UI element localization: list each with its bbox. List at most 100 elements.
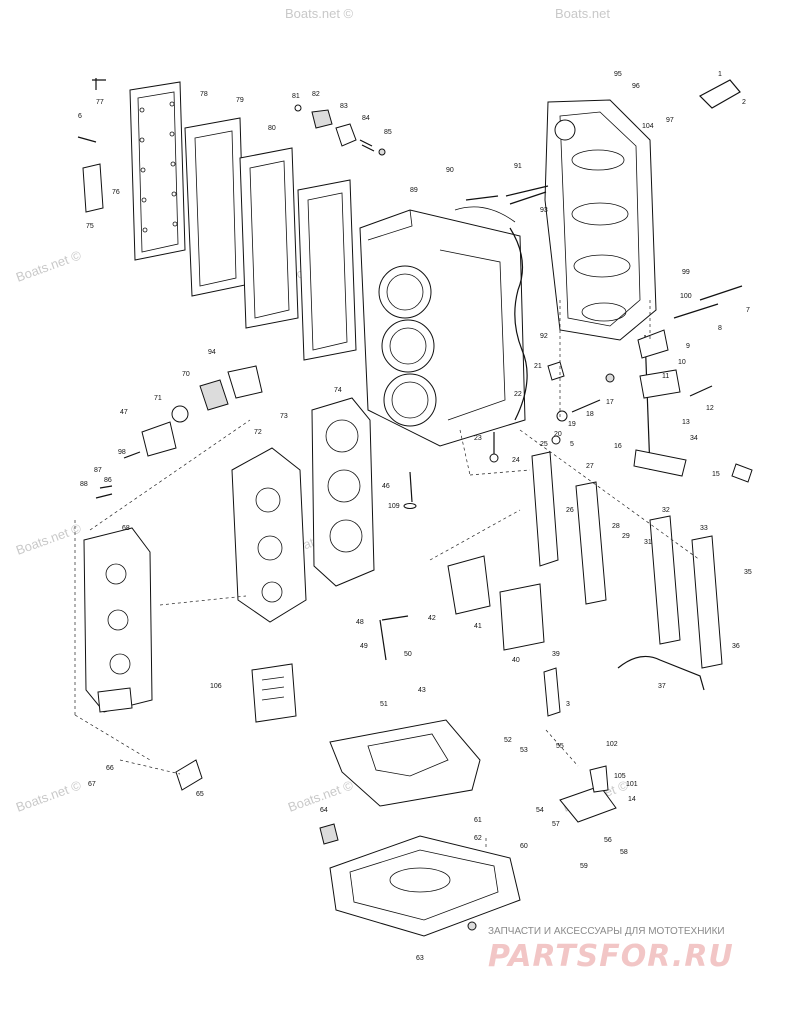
callout-label: 55 (556, 743, 564, 750)
callout-label: 91 (514, 163, 522, 170)
callout-label: 43 (418, 687, 426, 694)
callout-label: 54 (536, 807, 544, 814)
leader-line (119, 759, 181, 775)
leader-line (545, 729, 579, 767)
callout-label: 46 (382, 483, 390, 490)
stud-91 (505, 185, 549, 205)
callout-label: 67 (88, 781, 96, 788)
nut-24 (467, 921, 477, 931)
callout-label: 72 (254, 429, 262, 436)
callout-label: 58 (620, 849, 628, 856)
callout-label: 27 (586, 463, 594, 470)
callout-label: 11 (662, 373, 669, 380)
callout-label: 6 (78, 113, 82, 120)
leader-line (89, 419, 251, 531)
callout-label: 85 (384, 129, 392, 136)
bolt-46 (409, 471, 413, 503)
callout-label: 47 (120, 409, 128, 416)
callout-label: 8 (718, 325, 722, 332)
callout-label: 99 (682, 269, 690, 276)
callout-label: 65 (196, 791, 204, 798)
callout-label: 77 (96, 99, 104, 106)
callout-label: 62 (474, 835, 482, 842)
callout-label: 49 (360, 643, 368, 650)
fitting-64 (319, 823, 339, 845)
gasket-75 (82, 163, 104, 213)
bypass-cover-25 (531, 451, 559, 567)
bypass-cover-32 (649, 515, 681, 645)
callout-label: 89 (410, 187, 418, 194)
logo-tagline: ЗАПЧАСТИ И АКСЕССУАРЫ ДЛЯ МОТОТЕХНИКИ (488, 926, 725, 937)
callout-label: 88 (80, 481, 88, 488)
callout-label: 61 (474, 817, 482, 824)
callout-label: 66 (106, 765, 114, 772)
callout-label: 51 (380, 701, 388, 708)
callout-label: 87 (94, 467, 102, 474)
callout-label: 96 (632, 83, 640, 90)
callout-label: 56 (604, 837, 612, 844)
callout-label: 36 (732, 643, 740, 650)
callout-label: 64 (320, 807, 328, 814)
callout-label: 39 (552, 651, 560, 658)
bolt-77 (92, 78, 106, 90)
thermostat-group-top (294, 104, 386, 156)
callout-label: 101 (626, 781, 638, 788)
callout-label: 32 (662, 507, 670, 514)
callout-label: 71 (154, 395, 162, 402)
callout-label: 21 (534, 363, 542, 370)
exhaust-inner-plate-80 (239, 147, 299, 329)
callout-label: 23 (474, 435, 482, 442)
callout-label: 92 (540, 333, 548, 340)
callout-label: 81 (292, 93, 300, 100)
thermostat-cover-group (123, 365, 263, 459)
callout-label: 70 (182, 371, 190, 378)
exhaust-gasket-79a (184, 117, 246, 297)
callout-label: 76 (112, 189, 120, 196)
lever-group-57 (559, 765, 617, 823)
callout-label: 29 (622, 533, 630, 540)
callout-label: 102 (606, 741, 618, 748)
bolt-6 (77, 136, 97, 143)
clip-3 (543, 667, 561, 717)
leader-line (519, 429, 701, 561)
callout-label: 20 (554, 431, 562, 438)
callout-label: 28 (612, 523, 620, 530)
callout-label: 37 (658, 683, 666, 690)
callout-label: 48 (356, 619, 364, 626)
leader-line (469, 469, 531, 476)
callout-label: 19 (568, 421, 576, 428)
crankcase-half (544, 99, 657, 341)
callout-label: 104 (642, 123, 654, 130)
callout-label: 12 (706, 405, 714, 412)
callout-label: 40 (512, 657, 520, 664)
callout-label: 86 (104, 477, 112, 484)
gasket-51 (329, 719, 481, 807)
pin-7 (699, 285, 743, 301)
washer-109 (403, 503, 417, 509)
callout-label: 78 (200, 91, 208, 98)
bypass-cover-27 (575, 481, 607, 605)
pin-8 (673, 303, 719, 319)
callout-label: 5 (570, 441, 574, 448)
callout-label: 79 (236, 97, 244, 104)
callout-label: 35 (744, 569, 752, 576)
callout-label: 105 (614, 773, 626, 780)
callout-label: 75 (86, 223, 94, 230)
washer-24 (489, 453, 499, 463)
callout-label: 95 (614, 71, 622, 78)
callout-label: 16 (614, 443, 622, 450)
bracket-1 (699, 79, 741, 109)
callout-label: 100 (680, 293, 692, 300)
leader-line (74, 714, 151, 761)
leader-line (459, 429, 471, 476)
callout-label: 74 (334, 387, 342, 394)
callout-label: 10 (678, 359, 686, 366)
callout-label: 106 (210, 683, 222, 690)
callout-label: 97 (666, 117, 674, 124)
callout-label: 7 (746, 307, 750, 314)
callout-label: 3 (566, 701, 570, 708)
callout-label: 13 (682, 419, 690, 426)
watermark: Boats.net © (14, 520, 84, 558)
callout-label: 15 (712, 471, 720, 478)
